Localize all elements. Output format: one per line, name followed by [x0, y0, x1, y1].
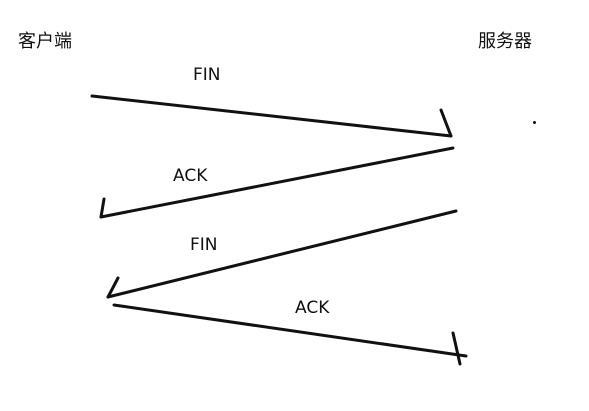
message-4-tick: [451, 331, 462, 366]
message-1-tick: [439, 108, 453, 138]
message-2-tick: [99, 197, 106, 219]
message-1-label: FIN: [193, 65, 221, 85]
message-2-arrow: [99, 146, 455, 219]
server-label: 服务器: [478, 31, 532, 52]
message-3-tick: [106, 276, 120, 299]
message-3-label: FIN: [190, 235, 218, 255]
message-1-shaft: [90, 94, 453, 138]
message-3-arrow: [106, 209, 458, 299]
client-label: 客户端: [18, 31, 72, 52]
message-2-shaft: [99, 146, 455, 219]
message-3-shaft: [106, 209, 458, 299]
message-4-label: ACK: [295, 298, 330, 318]
message-2-label: ACK: [173, 166, 208, 186]
stray-dot: [533, 121, 536, 124]
message-4-shaft: [112, 303, 468, 358]
message-4-arrow: [112, 303, 468, 366]
message-1-arrow: [90, 94, 453, 138]
